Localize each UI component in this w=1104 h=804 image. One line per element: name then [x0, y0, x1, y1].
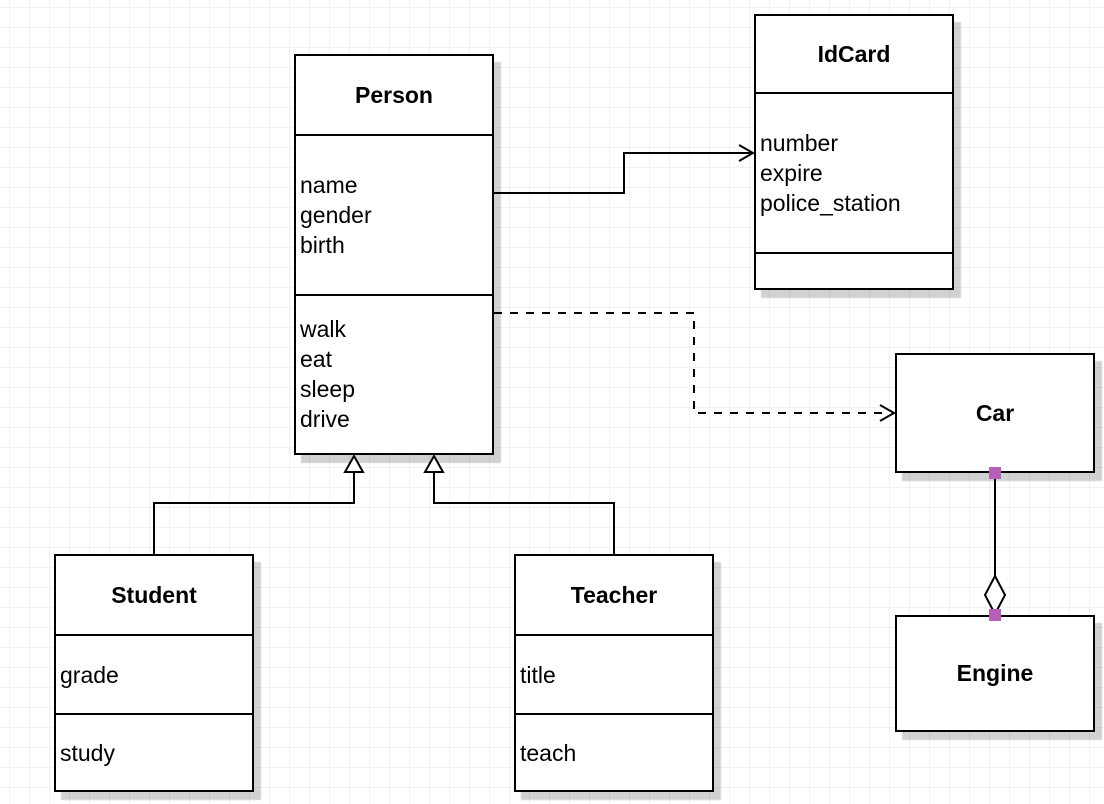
- aggregation-car-engine[interactable]: [983, 473, 1007, 617]
- aggregation-hollow-diamond: [983, 573, 1007, 617]
- class-person-attributes: name gender birth: [296, 134, 492, 294]
- class-car-title: Car: [975, 399, 1015, 426]
- inheritance-teacher-person[interactable]: [423, 453, 615, 554]
- class-idcard-methods: [756, 252, 952, 286]
- inheritance-line[interactable]: [153, 472, 355, 554]
- inheritance-hollow-triangle: [423, 453, 445, 473]
- class-teacher-methods: teach: [516, 713, 712, 790]
- association-person-idcard[interactable]: [494, 144, 756, 194]
- inheritance-hollow-triangle: [343, 453, 365, 473]
- class-student-methods: study: [56, 713, 252, 790]
- class-person[interactable]: Person name gender birth walk eat sleep …: [294, 54, 494, 455]
- inheritance-line[interactable]: [433, 472, 615, 554]
- class-person-methods: walk eat sleep drive: [296, 294, 492, 451]
- dependency-line[interactable]: [494, 312, 890, 414]
- association-open-arrowhead: [738, 144, 756, 162]
- class-idcard[interactable]: IdCard number expire police_station: [754, 14, 954, 290]
- class-engine[interactable]: Engine: [895, 615, 1095, 732]
- class-person-title: Person: [355, 81, 433, 108]
- dependency-open-arrowhead: [879, 404, 897, 422]
- class-idcard-title: IdCard: [817, 40, 891, 67]
- class-teacher-attributes: title: [516, 634, 712, 713]
- class-car[interactable]: Car: [895, 353, 1095, 473]
- class-idcard-attributes: number expire police_station: [756, 92, 952, 252]
- class-teacher-title: Teacher: [570, 581, 658, 608]
- inheritance-student-person[interactable]: [153, 453, 365, 554]
- class-student[interactable]: Student grade study: [54, 554, 254, 792]
- class-student-attributes: grade: [56, 634, 252, 713]
- association-line[interactable]: [494, 152, 752, 194]
- class-student-title: Student: [111, 581, 197, 608]
- class-engine-title: Engine: [956, 660, 1034, 686]
- dependency-person-car[interactable]: [494, 312, 897, 422]
- class-teacher[interactable]: Teacher title teach: [514, 554, 714, 792]
